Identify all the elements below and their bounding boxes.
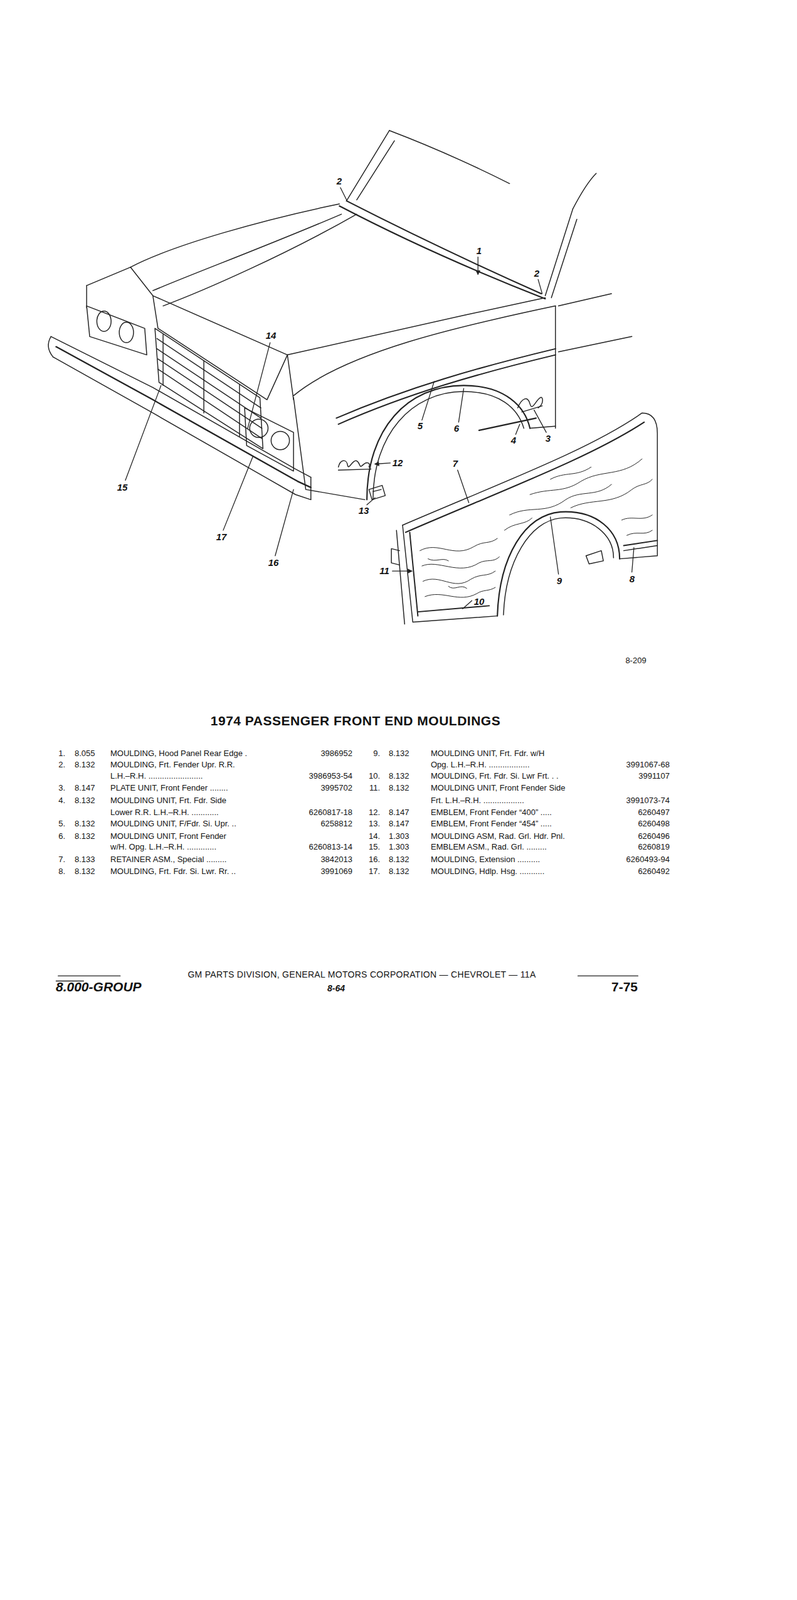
part-description: w/H. Opg. L.H.–R.H. ............. [110, 842, 217, 852]
part-number: 3991067-68 [626, 760, 670, 770]
item-number: 7. [58, 854, 66, 865]
item-number: 8. [58, 866, 66, 877]
item-number: 14. [368, 831, 381, 841]
part-number: 3991107 [638, 771, 670, 781]
callout-number: 7 [452, 457, 458, 469]
callout-number: 9 [556, 575, 562, 586]
group-code: 8.132 [388, 783, 410, 793]
item-number: 2. [58, 760, 66, 770]
item-number: 11. [369, 783, 381, 793]
item-number: 4. [58, 795, 66, 806]
item-number: 3. [58, 783, 66, 793]
group-code: 8.147 [74, 783, 96, 793]
item-number: 5. [58, 818, 66, 829]
callout-number: 4 [511, 434, 517, 446]
part-description: MOULDING ASM, Rad. Grl. Hdr. Pnl. [430, 831, 565, 841]
callout-number: 12 [392, 457, 404, 468]
part-description: MOULDING, Frt. Fender Upr. R.R. [110, 760, 236, 770]
callout-number: 13 [358, 504, 370, 516]
callout-number: 5 [417, 420, 423, 431]
group-code: 8.132 [74, 818, 96, 829]
part-description: MOULDING, Hdlp. Hsg. ........... [430, 866, 545, 877]
callout-number: 3 [545, 432, 551, 444]
group-code: 8.132 [388, 854, 410, 865]
callout-number: 14 [265, 329, 277, 341]
group-code: 8.147 [388, 807, 410, 818]
callout-number: 17 [216, 531, 227, 542]
figure-number: 8-209 [625, 655, 646, 666]
item-number: 17. [368, 866, 381, 877]
group-code: 8.132 [388, 771, 410, 781]
callout-number: 2 [534, 267, 540, 279]
group-code: 1.303 [388, 842, 410, 852]
group-number: 8.000-GROUP [55, 978, 142, 994]
group-code: 8.132 [74, 795, 96, 806]
group-code: 8.133 [74, 854, 96, 865]
callout-number: 11 [379, 564, 390, 576]
part-description: MOULDING, Frt. Fdr. Si. Lwr. Rr. .. [110, 866, 236, 877]
part-number: 3991069 [320, 866, 353, 877]
group-code: 8.132 [74, 831, 96, 841]
part-number: 6258812 [320, 818, 353, 829]
group-code: 8.132 [74, 760, 96, 770]
part-description: MOULDING, Frt. Fdr. Si. Lwr Frt. . . [430, 771, 559, 781]
callout-number: 1 [476, 245, 482, 256]
group-code: 8.132 [74, 866, 96, 877]
part-number: 6260819 [637, 842, 670, 852]
part-description: RETAINER ASM., Special ......... [110, 854, 227, 865]
part-number: 3991073-74 [626, 795, 670, 806]
footer-text: GM PARTS DIVISION, GENERAL MOTORS CORPOR… [187, 968, 536, 979]
part-number: 6260496 [637, 831, 670, 841]
part-description: Opg. L.H.–R.H. .................. [430, 760, 530, 770]
callout-number: 6 [453, 422, 460, 434]
callout-number: 8 [629, 573, 635, 584]
item-number: 13. [368, 818, 381, 829]
group-code: 8.055 [74, 748, 96, 759]
part-number: 3842013 [320, 854, 353, 865]
item-number: 16. [368, 854, 381, 865]
part-description: Lower R.R. L.H.–R.H. ............ [110, 807, 219, 818]
part-description: EMBLEM ASM., Rad. Grl. ......... [430, 842, 547, 852]
part-number: 6260493-94 [626, 854, 670, 865]
callout-number: 15 [117, 481, 128, 493]
item-number: 9. [373, 748, 381, 759]
part-number: 3995702 [320, 783, 353, 793]
group-code: 8.147 [388, 818, 410, 829]
page-title: 1974 PASSENGER FRONT END MOULDINGS [210, 712, 501, 729]
callout-number: 10 [474, 595, 485, 607]
part-number: 6260817-18 [309, 807, 353, 818]
part-description: MOULDING, Extension .......... [430, 854, 540, 865]
item-number: 15. [368, 842, 381, 852]
part-description: Frt. L.H.–R.H. .................. [430, 795, 525, 806]
page-number: 8-64 [327, 982, 345, 993]
part-number: 3986953-54 [309, 771, 353, 781]
group-code: 8.132 [388, 748, 410, 759]
revision-date: 7-75 [611, 978, 638, 994]
group-code: 1.303 [388, 831, 410, 841]
part-number: 6260497 [637, 807, 670, 818]
part-number: 6260492 [637, 866, 670, 877]
item-number: 6. [58, 831, 66, 841]
part-description: MOULDING UNIT, Front Fender Side [430, 783, 566, 793]
part-number: 6260498 [637, 818, 670, 829]
part-number: 6260813-14 [309, 842, 353, 852]
item-number: 10. [368, 771, 381, 781]
callout-number: 2 [336, 175, 342, 187]
part-number: 3986952 [320, 748, 353, 759]
group-code: 8.132 [388, 866, 410, 877]
part-description: EMBLEM, Front Fender “400” ..... [430, 807, 552, 818]
part-description: MOULDING, Hood Panel Rear Edge . [110, 748, 248, 759]
part-description: MOULDING UNIT, F/Fdr. Si. Upr. .. [110, 818, 237, 829]
item-number: 12. [368, 807, 381, 818]
part-description: MOULDING UNIT, Front Fender [110, 831, 227, 841]
callout-number: 16 [268, 556, 280, 568]
part-description: EMBLEM, Front Fender “454” ..... [430, 818, 552, 829]
part-description: MOULDING UNIT, Frt. Fdr. Side [110, 795, 227, 806]
part-description: MOULDING UNIT, Frt. Fdr. w/H [430, 748, 545, 759]
item-number: 1. [58, 748, 66, 759]
part-description: PLATE UNIT, Front Fender ........ [110, 783, 229, 793]
part-description: L.H.–R.H. ........................ [110, 771, 203, 781]
